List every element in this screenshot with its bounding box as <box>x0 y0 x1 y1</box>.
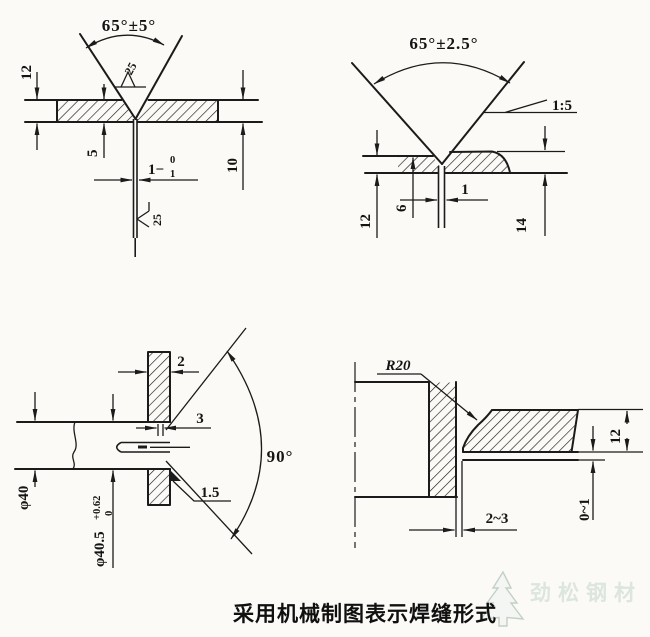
gap-dim-label: 2~3 <box>486 511 509 527</box>
diagram-corner-weld: R20 12 2~3 0~1 <box>354 358 643 548</box>
roughness-icon <box>114 70 146 88</box>
root-gap-dim-label: 0~1 <box>577 498 593 521</box>
gap-dim-label: 1− <box>148 162 164 178</box>
taper-label: 1:5 <box>552 98 572 114</box>
root-dim-label: 6 <box>394 204 410 212</box>
depth-dim-label: 10 <box>225 158 241 173</box>
slot-dim-label: 3 <box>196 411 204 427</box>
thickness-left-dim-label: 12 <box>358 214 374 229</box>
gap-dim-sup: 0 <box>170 155 175 166</box>
thickness-dim-label: 12 <box>608 429 624 444</box>
hole-dia-sup: +0.62 <box>92 496 103 520</box>
gap-dim-sub: 1 <box>170 169 175 180</box>
angle-arc <box>85 34 165 49</box>
gap-dim-label: 1 <box>461 182 469 198</box>
roughness-bottom-label: 25 <box>150 214 164 226</box>
figure-caption: 采用机械制图表示焊缝形式 <box>233 603 497 626</box>
root-face-dim-label: 5 <box>85 150 101 158</box>
watermark-brand: 劲松钢材 <box>530 581 642 605</box>
weld-bead-hatch <box>444 151 510 173</box>
plate-bead-outline <box>462 409 580 453</box>
width-top-dim-label: 2 <box>177 354 185 370</box>
bead-outline <box>449 150 511 174</box>
v-groove-cutout <box>121 100 149 120</box>
groove-face-left <box>351 62 443 165</box>
root-gap-lines <box>437 166 446 228</box>
plate-bead-hatch <box>463 410 578 452</box>
angle-arc <box>226 350 263 540</box>
chamfer-dim-label: 1.5 <box>201 485 220 501</box>
plate-lower-hatch <box>148 469 170 505</box>
weld-fillet <box>170 470 181 481</box>
hole-dia-label: φ40.5 <box>92 531 108 567</box>
plate-upper-hatch <box>148 352 170 422</box>
pine-tree-icon <box>479 570 525 627</box>
flange-hatch <box>429 382 456 497</box>
angle-dim-label: 65°±5° <box>102 16 156 35</box>
diagram-shaft-plate-weld: 2 3 90° 1.5 φ40 φ40.5 +0.62 0 <box>14 327 294 568</box>
watermark: 劲松钢材 <box>479 570 642 627</box>
shaft-dia-label: φ40 <box>16 486 32 510</box>
break-line <box>72 421 77 470</box>
thickness-right-dim-label: 14 <box>514 218 530 234</box>
roughness-top-label: 25 <box>122 60 140 77</box>
root-gap-lines <box>132 119 138 257</box>
roughness-icon <box>136 202 150 228</box>
angle-dim-label: 90° <box>267 447 294 466</box>
diagram-v-groove-butt-weld: 65°±5° 12 5 10 1− 0 1 25 25 <box>19 16 263 257</box>
radius-dim-label: R20 <box>384 358 411 374</box>
diagram-taper-butt-weld: 65°±2.5° 1:5 12 6 1 14 <box>351 34 577 238</box>
angle-dim-label: 65°±2.5° <box>409 34 478 53</box>
slot-outline <box>115 441 170 453</box>
flange-outline <box>354 381 458 498</box>
taper-icon <box>484 99 577 114</box>
left-plate-hatch <box>398 156 440 173</box>
groove-face-right <box>134 35 183 120</box>
hole-dia-sub: 0 <box>104 511 115 516</box>
shaft-outline <box>14 421 171 470</box>
angle-arc <box>373 62 511 85</box>
thickness-dim-label: 12 <box>19 65 35 80</box>
